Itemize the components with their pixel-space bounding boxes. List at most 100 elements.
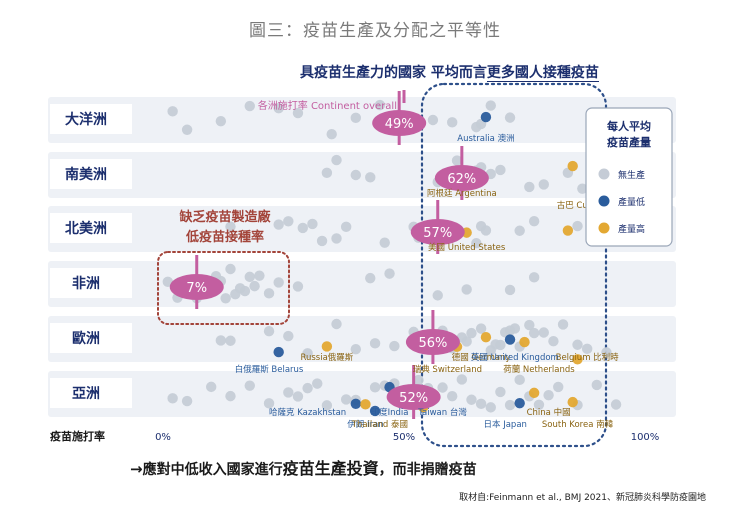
legend-label: 無生產	[618, 169, 645, 181]
point-label: 德國 Germany	[452, 352, 511, 363]
legend-label: 產量高	[618, 223, 645, 235]
data-point-none	[350, 112, 361, 124]
source-note: 取材自:Feinmann et al., BMJ 2021、新冠肺炎科學防疫園地	[459, 493, 706, 503]
legend-swatch-high	[598, 222, 610, 234]
mean-marker	[410, 219, 465, 245]
data-point-none	[263, 325, 275, 337]
data-point-none	[466, 327, 477, 339]
data-point-none	[528, 272, 540, 283]
arrow-icon: →	[130, 460, 143, 478]
data-point-none	[572, 220, 583, 232]
headline: 具疫苗生產力的國家 平均而言更多國人接種疫苗	[300, 62, 599, 82]
data-point-none	[263, 398, 275, 409]
point-label: 哈薩克 Kazakhstan	[269, 407, 346, 418]
data-point-none	[340, 221, 352, 233]
data-point-none	[369, 382, 381, 393]
legend-swatch-low	[598, 195, 610, 207]
data-point-none	[326, 129, 337, 140]
data-point-none	[504, 284, 516, 296]
footer-part2: 疫苗生產投資	[282, 459, 379, 478]
point-label: 英國 United Kingdom	[471, 352, 559, 363]
headline-part2: 更多國人接種疫苗	[486, 65, 599, 82]
africa-highlight-box	[157, 251, 290, 325]
mean-value-label: 7%	[186, 281, 207, 296]
mean-marker	[386, 384, 441, 410]
point-label: Taiwan 台灣	[417, 407, 467, 418]
data-point-none	[524, 319, 535, 331]
data-point-none	[389, 340, 400, 352]
point-label: 日本 Japan	[484, 419, 527, 430]
data-point-none	[331, 233, 342, 244]
point-label: South Korea 南韓	[542, 419, 614, 430]
mean-marker	[405, 329, 460, 355]
row-label-box	[50, 213, 132, 243]
row-label-box	[50, 268, 132, 298]
data-point-high	[572, 354, 583, 365]
annotation-line2: 低疫苗接種率	[185, 229, 264, 245]
data-point-high	[562, 225, 574, 236]
point-label: Australia 澳洲	[457, 133, 514, 144]
row-band	[48, 206, 676, 252]
data-point-none	[447, 117, 458, 128]
mean-value-label: 52%	[399, 391, 428, 406]
data-point-none	[480, 225, 492, 236]
mean-marker	[434, 165, 489, 191]
data-point-none	[273, 277, 284, 288]
data-point-none	[379, 237, 390, 248]
data-point-none	[292, 281, 304, 292]
data-point-none	[495, 164, 506, 176]
data-point-none	[572, 339, 583, 350]
data-point-none	[610, 399, 622, 410]
data-point-none	[538, 327, 549, 338]
data-point-none	[369, 338, 381, 349]
data-point-none	[350, 169, 361, 181]
mean-marker	[372, 110, 427, 136]
data-point-none	[461, 336, 472, 347]
data-point-none	[548, 335, 559, 347]
data-point-none	[437, 382, 448, 393]
data-point-none	[302, 382, 313, 394]
data-point-none	[461, 284, 472, 295]
data-point-none	[273, 103, 284, 114]
data-point-none	[466, 394, 477, 405]
data-point-none	[321, 400, 333, 411]
data-point-none	[297, 222, 308, 234]
row-label-box	[50, 323, 132, 353]
data-point-none	[509, 323, 521, 334]
data-point-none	[254, 270, 265, 281]
data-point-none	[244, 100, 255, 112]
data-point-none	[292, 391, 304, 402]
data-point-none	[225, 221, 236, 232]
data-point-none	[384, 268, 395, 279]
data-point-none	[283, 216, 294, 227]
legend-label: 產量低	[618, 196, 645, 208]
headline-part1: 具疫苗生產力的國家 平均而言	[300, 65, 487, 81]
data-point-none	[225, 390, 236, 402]
data-point-none	[528, 327, 540, 339]
data-point-none	[307, 218, 318, 230]
data-point-none	[456, 374, 468, 385]
data-point-none	[543, 389, 554, 401]
data-point-none	[514, 225, 525, 236]
mean-value-label: 56%	[418, 336, 447, 351]
point-label: Belgium 比利時	[556, 352, 620, 363]
data-point-none	[557, 319, 569, 330]
data-point-low	[480, 111, 492, 123]
overall-label: 各洲施打率 Continent overall	[258, 99, 397, 112]
data-point-high	[528, 387, 540, 399]
point-label: 伊朗 Iran	[347, 419, 383, 430]
mean-value-label: 57%	[423, 226, 452, 241]
data-point-none	[471, 237, 482, 249]
mean-value-label: 49%	[385, 117, 414, 132]
point-label: 印度India	[371, 407, 409, 418]
row-band	[48, 261, 676, 307]
page-title: 圖三：疫苗生產及分配之平等性	[249, 21, 501, 41]
data-point-none	[553, 381, 564, 393]
legend-title-1: 每人平均	[607, 119, 651, 133]
data-point-none	[495, 386, 506, 398]
row-band	[48, 97, 676, 143]
point-label: 阿根廷 Argentina	[427, 188, 497, 199]
data-point-none	[340, 394, 352, 405]
data-point-none	[239, 285, 251, 297]
